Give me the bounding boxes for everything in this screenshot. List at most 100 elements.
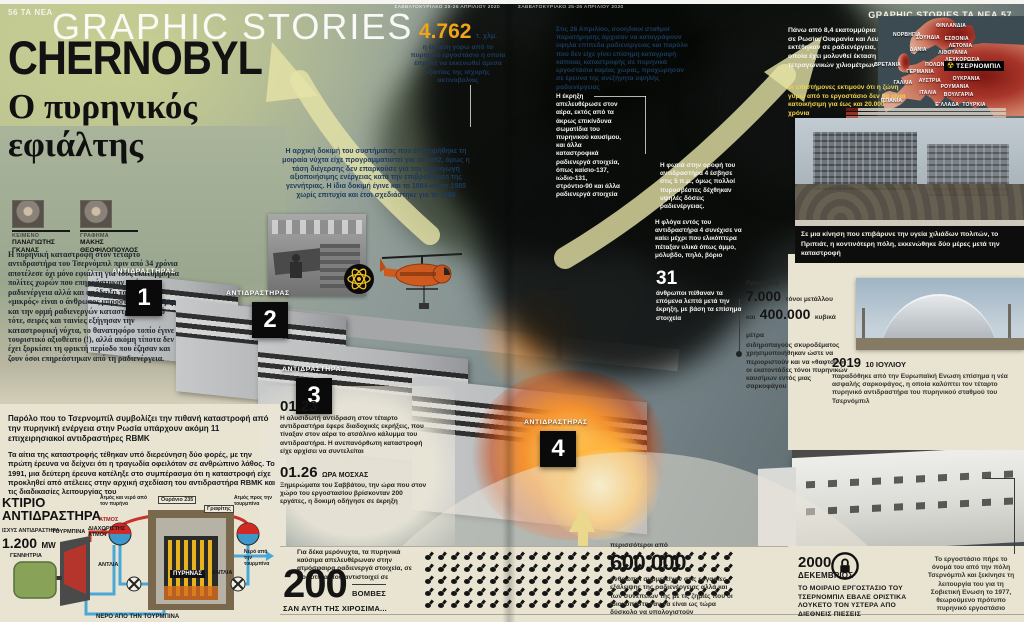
- bomb-icon: [437, 551, 447, 561]
- bomb-icon: [437, 575, 447, 585]
- bomb-icon: [697, 563, 707, 573]
- bomb-icon: [437, 587, 447, 597]
- bomb-icon: [463, 551, 473, 561]
- bomb-icon: [710, 587, 720, 597]
- stat-unit: τ. χλμ.: [475, 33, 498, 40]
- bomb-icon: [450, 551, 460, 561]
- bomb-icon: [424, 551, 434, 561]
- bomb-icon: [593, 587, 603, 597]
- bomb-icon: [697, 575, 707, 585]
- cleanup-prefix: περισσότεροι από: [610, 542, 668, 549]
- chernobyl-map-badge: ☢ ΤΣΕΡΝΟΜΠΙΛ: [944, 61, 1004, 71]
- bomb-icon: [684, 551, 694, 561]
- bomb-icon: [580, 599, 590, 609]
- vent-mast: [556, 238, 562, 388]
- bomb-icon: [684, 575, 694, 585]
- credit-name: ΜΑΚΗΣ ΘΕΟΦΙΛΟΠΟΥΛΟΣ: [80, 239, 139, 254]
- bomb-icon: [476, 599, 486, 609]
- bomb-icon: [593, 551, 603, 561]
- bomb-icon: [580, 587, 590, 597]
- bomb-icon: [437, 599, 447, 609]
- bomb-icon: [671, 575, 681, 585]
- causes-paragraph: Τα αίτια της καταστροφής τέθηκαν υπό διε…: [8, 450, 276, 496]
- origin-note: Το εργοστάσιο πήρε το όνομά του από την …: [927, 556, 1015, 613]
- label-separator: ΔΙΑΧΩΡΙΣΤΗΣ ΑΤΜΟΥ: [88, 526, 126, 539]
- closure-callout: 2000 ΔΕΚΕΜΒΡΙΟΣ ΤΟ ΜΟΙΡΑΙΟ ΕΡΓΟΣΤΑΣΙΟ ΤΟ…: [798, 554, 916, 620]
- bomb-icon: [580, 575, 590, 585]
- bomb-icon: [632, 575, 642, 585]
- flame-note: Η φλόγα εντός του αντιδραστήρα 4 συνέχισ…: [655, 219, 742, 259]
- map-country-label: ΑΥΣΤΡΙΑ: [918, 78, 942, 84]
- label-pump: ΑΝΤΛΙΑ: [98, 562, 119, 568]
- pointer-line: [985, 478, 1015, 479]
- bomb-icon: [450, 575, 460, 585]
- helicopter-icon: [380, 253, 463, 309]
- bomb-icon: [710, 551, 720, 561]
- bomb-icon: [606, 587, 616, 597]
- author-photo: [80, 200, 112, 228]
- page-fold: [502, 0, 516, 622]
- bomb-icon: [645, 587, 655, 597]
- bomb-icon: [619, 599, 629, 609]
- bomb-icon: [463, 587, 473, 597]
- bomb-icon: [424, 587, 434, 597]
- map-country-label: ΙΣΠΑΝΙΑ: [880, 98, 903, 104]
- cleanup-text: άνθρωποι συμμετείχαν στις εργασίες εξάλε…: [610, 576, 733, 617]
- bomb-icon: [528, 551, 538, 561]
- stat-value: 400.000: [759, 306, 811, 323]
- bomb-icon: [697, 551, 707, 561]
- bomb-icon: [697, 587, 707, 597]
- bomb-icon: [658, 551, 668, 561]
- bomb-icon: [450, 587, 460, 597]
- bomb-icon: [632, 599, 642, 609]
- bomb-icon: [710, 563, 720, 573]
- bomb-icon: [554, 563, 564, 573]
- sarcophagus-annex: [758, 467, 796, 549]
- stat-text: η έκταση γύρω από το πυρηνικό εργοστάσιο…: [410, 44, 506, 84]
- bomb-icon: [658, 587, 668, 597]
- map-legend-row: [846, 120, 1006, 123]
- exclusion-zone-note: οι επιστήμονες εκτιμούν ότι η ζώνη γύρω …: [788, 84, 906, 117]
- bomb-icon: [645, 551, 655, 561]
- cleanup-value: 600.000: [610, 550, 687, 576]
- bomb-icon: [541, 575, 551, 585]
- bomb-icon: [645, 575, 655, 585]
- bomb-icon: [554, 599, 564, 609]
- bomb-icon: [567, 587, 577, 597]
- map-legend-row: [846, 112, 1006, 115]
- map-legend: [846, 108, 1006, 124]
- folio-right: GRAPHIC STORIES ΤΑ ΝΕΑ 57: [868, 10, 1012, 20]
- bomb-icon: [502, 575, 512, 585]
- bomb-icon: [658, 599, 668, 609]
- bomb-icon: [528, 563, 538, 573]
- map-country-label: ΡΟΥΜΑΝΙΑ: [940, 84, 970, 90]
- new-sarcophagus-photo: [856, 278, 1024, 350]
- bomb-icon: [658, 563, 668, 573]
- bomb-icon: [541, 599, 551, 609]
- stat-value: 4.762: [418, 20, 472, 43]
- pointer-line: [1014, 478, 1015, 554]
- bomb-icon: [515, 563, 525, 573]
- bomb-icon: [632, 551, 642, 561]
- bomb-icon: [450, 599, 460, 609]
- bomb-icon: [567, 599, 577, 609]
- closure-text: ΤΟ ΜΟΙΡΑΙΟ ΕΡΓΟΣΤΑΣΙΟ ΤΟΥ ΤΣΕΡΝΟΜΠΙΛ ΕΒΑ…: [798, 584, 907, 619]
- bomb-icon: [515, 551, 525, 561]
- bomb-icon: [476, 575, 486, 585]
- bomb-icon: [710, 575, 720, 585]
- reactor-3-number: 3: [296, 378, 332, 414]
- cleanup-callout: περισσότεροι από 600.000 άνθρωποι συμμετ…: [610, 542, 736, 617]
- credit-role: ΓΡΑΦΗΜΑ: [80, 233, 109, 239]
- label-water-turbine: Νερό από την τουρμπίνα: [244, 549, 270, 567]
- bomb-icon: [723, 563, 733, 573]
- timeline-0126: 01.26 ΩΡΑ ΜΟΣΧΑΣ Ξημερώματα του Σαββάτου…: [280, 464, 428, 507]
- map-intro-note: Πάνω από 8,4 εκατομμύρια άνθρωποι σε Ρωσ…: [788, 27, 911, 69]
- timeline-text: Η αλυσιδωτή αντίδραση στον τέταρτο αντιδ…: [280, 415, 424, 455]
- map-country-label: ΓΕΡΜΑΝΙΑ: [906, 69, 935, 75]
- label-turbine: ΤΟΥΡΜΠΙΝΑ: [52, 529, 86, 535]
- label-water-bottom: ΝΕΡΟ ΑΠΟ ΤΗΝ ΤΟΥΡΜΠΙΝΑ: [96, 614, 180, 620]
- burial-prefix: Πάνω από: [746, 280, 780, 287]
- bomb-icon: [684, 587, 694, 597]
- bomb-icon: [619, 551, 629, 561]
- timeline-0123: 01.23 Η αλυσιδωτή αντίδραση στον τέταρτο…: [280, 398, 432, 456]
